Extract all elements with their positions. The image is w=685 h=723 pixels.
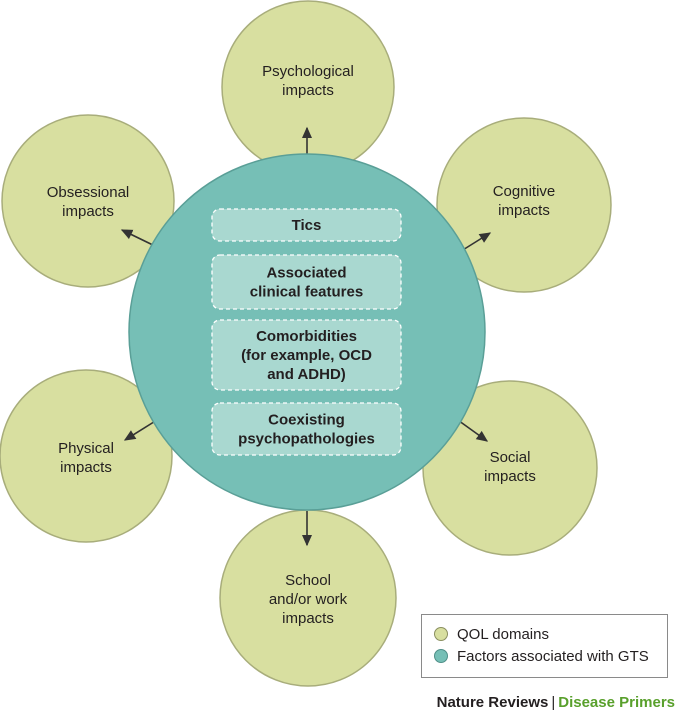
gts-factor-box: [211, 254, 402, 310]
qol-domain-label: Physical impacts: [58, 440, 114, 476]
arrow-to-physical: [123, 419, 158, 441]
qol-domain-cognitive: Cognitive impacts: [436, 117, 612, 293]
footer-separator: |: [551, 694, 556, 711]
qol-domain-label: Cognitive impacts: [493, 183, 556, 219]
qol-domain-label: School and/or work impacts: [269, 572, 348, 627]
gts-swatch-icon: [434, 649, 448, 663]
qol-domain-label-line: Psychological: [262, 63, 354, 80]
qol-domain-circle: [436, 117, 612, 293]
qol-domain-label: Obsessional impacts: [47, 184, 130, 220]
footer-series: Disease Primers: [558, 694, 675, 711]
qol-domain-label-line: Cognitive: [493, 183, 556, 200]
qol-domain-label-line: Physical: [58, 440, 114, 457]
gts-factor-box: [211, 319, 402, 391]
legend-item-gts: Factors associated with GTS: [434, 645, 667, 667]
qol-domain-label-line: School: [285, 572, 331, 589]
qol-domain-circle: [0, 369, 173, 543]
gts-factor-label: Coexisting psychopathologies: [238, 412, 375, 448]
qol-domain-label-line: Social: [490, 449, 531, 466]
gts-factor-comorbidities: Comorbidities (for example, OCD and ADHD): [211, 319, 402, 391]
qol-domain-label-line: impacts: [60, 459, 112, 476]
arrow-to-obsessional: [120, 229, 158, 248]
qol-swatch-icon: [434, 627, 448, 641]
gts-factor-label-line: Tics: [292, 217, 322, 234]
gts-factor-label: Comorbidities (for example, OCD and ADHD): [241, 328, 372, 383]
legend: QOL domains Factors associated with GTS: [421, 614, 668, 678]
gts-factor-coexisting-psychopathologies: Coexisting psychopathologies: [211, 402, 402, 456]
qol-domain-label: Psychological impacts: [262, 63, 354, 99]
gts-factor-label: Tics: [292, 217, 322, 234]
gts-factor-label-line: (for example, OCD: [241, 347, 372, 364]
gts-factor-tics: Tics: [211, 208, 402, 242]
qol-domain-school-work: School and/or work impacts: [219, 509, 397, 687]
footer-credit: Nature Reviews|Disease Primers: [437, 694, 675, 711]
qol-domain-physical: Physical impacts: [0, 369, 173, 543]
qol-domain-psychological: Psychological impacts: [221, 0, 395, 174]
qol-domain-circle: [422, 380, 598, 556]
qol-domain-label-line: Obsessional: [47, 184, 130, 201]
gts-factor-label-line: Coexisting: [268, 412, 345, 429]
gts-factor-label-line: and ADHD): [267, 366, 346, 383]
qol-domain-label-line: impacts: [282, 82, 334, 99]
qol-domain-social: Social impacts: [422, 380, 598, 556]
qol-domain-label-line: impacts: [484, 468, 536, 485]
qol-domain-label-line: impacts: [282, 610, 334, 627]
qol-domain-circle: [1, 114, 175, 288]
legend-gts-label: Factors associated with GTS: [457, 647, 649, 665]
qol-domain-obsessional: Obsessional impacts: [1, 114, 175, 288]
qol-domain-label: Social impacts: [484, 449, 536, 485]
gts-factor-label-line: Comorbidities: [256, 328, 357, 345]
qol-domain-label-line: impacts: [498, 202, 550, 219]
qol-domain-label-line: impacts: [62, 203, 114, 220]
gts-factor-label-line: psychopathologies: [238, 431, 375, 448]
footer-brand: Nature Reviews: [436, 694, 549, 711]
qol-domain-label-line: and/or work: [269, 591, 348, 608]
gts-factor-box: [211, 402, 402, 456]
legend-qol-label: QOL domains: [457, 625, 549, 643]
gts-factor-label-line: clinical features: [250, 284, 363, 301]
gts-factor-associated-clinical-features: Associated clinical features: [211, 254, 402, 310]
gts-factor-label: Associated clinical features: [250, 265, 363, 301]
gts-factor-box: [211, 208, 402, 242]
gts-factor-label-line: Associated: [266, 265, 346, 282]
legend-item-qol: QOL domains: [434, 623, 667, 645]
